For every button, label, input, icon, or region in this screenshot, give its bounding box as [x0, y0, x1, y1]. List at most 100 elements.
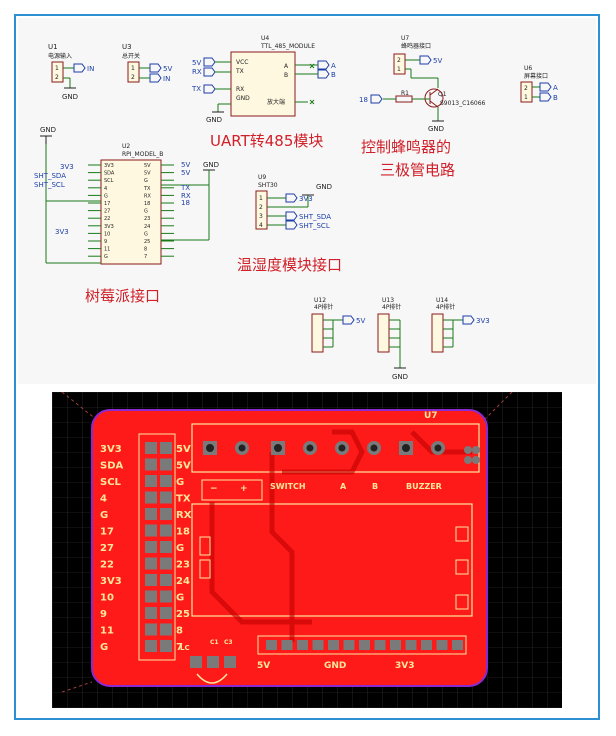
- u2-right-pin-label: 24: [144, 224, 150, 230]
- svg-text:4P排针: 4P排针: [382, 303, 401, 311]
- pcb-label-buzzer: BUZZER: [406, 482, 442, 491]
- svg-text:RX: RX: [236, 86, 244, 93]
- pcb-label-3v3: 3V3: [395, 661, 415, 671]
- pcb-left-pin-label: 27: [100, 543, 114, 554]
- svg-text:U12: U12: [314, 297, 326, 304]
- u12-4p-header: U12 4P排针 5V: [311, 297, 365, 353]
- svg-text:2: 2: [55, 74, 59, 81]
- u2-right-net-label: 18: [181, 199, 190, 207]
- pcb-left-pin-label: G: [100, 642, 108, 653]
- pcb-right-pin-label: RX: [176, 510, 192, 521]
- svg-text:GND: GND: [203, 161, 219, 169]
- svg-text:RPI_MODEL_B: RPI_MODEL_B: [122, 151, 163, 158]
- svg-text:3: 3: [259, 213, 263, 220]
- caption-buzzer-line2: 三极管电路: [380, 161, 455, 179]
- svg-text:LC: LC: [180, 644, 190, 652]
- pcb-label-gnd: GND: [324, 661, 346, 671]
- svg-text:3V3: 3V3: [55, 228, 69, 236]
- svg-text:5V: 5V: [192, 59, 201, 67]
- svg-text:3V3: 3V3: [60, 163, 74, 171]
- pcb-left-pin-label: G: [100, 510, 108, 521]
- svg-text:18: 18: [359, 96, 368, 104]
- bottom-header-pads: [266, 640, 463, 650]
- u2-right-pin-label: G: [144, 178, 148, 184]
- pcb-left-pin-label: 3V3: [100, 576, 122, 587]
- svg-text:3V3: 3V3: [476, 317, 490, 325]
- u2-left-pin-label: SCL: [104, 178, 114, 184]
- u2-rpi-header: GND U2 RPI_MODEL_B 3V3 SHT_SDA SHT_SCL 3…: [34, 126, 219, 265]
- svg-text:5V: 5V: [163, 65, 172, 73]
- pcb-right-pin-label: G: [176, 543, 184, 554]
- pcb-right-pin-label: G: [176, 593, 184, 604]
- svg-text:RX: RX: [192, 68, 202, 76]
- svg-text:GND: GND: [40, 126, 56, 134]
- u4-ttl485-module: U4 TTL_485_MODULE 5V RX TX GND VCC TX RX…: [191, 35, 336, 124]
- svg-text:屏幕接口: 屏幕接口: [524, 72, 548, 80]
- svg-text:B: B: [331, 71, 336, 79]
- u1-connector: U1 电源输入 12 IN GND: [48, 43, 94, 101]
- top-connector-pads: [203, 441, 480, 464]
- svg-text:U1: U1: [48, 43, 58, 51]
- svg-text:A: A: [331, 62, 336, 70]
- u2-right-net-label: RX: [181, 192, 191, 200]
- u2-right-pin-label: 5V: [144, 171, 151, 177]
- u7-buzzer-circuit: U7 蜂鸣器接口 21 5V Q1 S9013_C16066 GND R1 18: [359, 35, 486, 133]
- pcb-right-pin-label: 5V: [176, 461, 191, 472]
- svg-text:SHT_SCL: SHT_SCL: [34, 181, 65, 189]
- svg-text:4: 4: [259, 222, 263, 229]
- svg-text:GND: GND: [236, 95, 250, 102]
- pcb-right-pin-label: 25: [176, 609, 190, 620]
- svg-text:IN: IN: [87, 65, 94, 73]
- u14-4p-header: U14 4P排针 3V3: [431, 297, 490, 353]
- u13-4p-header: U13 4P排针 GND: [377, 297, 408, 381]
- u2-right-net-label: 5V: [181, 169, 190, 177]
- svg-text:蜂鸣器接口: 蜂鸣器接口: [401, 42, 431, 50]
- svg-text:SHT_SDA: SHT_SDA: [34, 172, 66, 180]
- u2-right-pin-label: 25: [144, 239, 150, 245]
- svg-text:B: B: [553, 94, 558, 102]
- u2-right-net-label: 5V: [181, 161, 190, 169]
- svg-text:GND: GND: [392, 373, 408, 381]
- svg-text:U14: U14: [436, 297, 448, 304]
- pcb-right-pin-label: 8: [176, 626, 183, 637]
- u2-right-pin-label: 5V: [144, 163, 151, 169]
- pcb-u7-label: U7: [424, 411, 438, 421]
- svg-text:GND: GND: [428, 125, 444, 133]
- svg-text:U2: U2: [122, 143, 130, 150]
- svg-text:B: B: [284, 72, 288, 79]
- figure-frame: [14, 14, 600, 720]
- svg-text:1: 1: [259, 195, 263, 202]
- pcb-left-pin-label: SDA: [100, 461, 124, 472]
- svg-text:U9: U9: [258, 174, 266, 181]
- svg-text:5V: 5V: [433, 57, 442, 65]
- svg-text:C1: C1: [210, 639, 219, 646]
- pcb-right-pin-label: 18: [176, 527, 190, 538]
- svg-text:A: A: [284, 63, 289, 70]
- svg-text:R1: R1: [401, 90, 409, 97]
- pcb-right-pin-label: G: [176, 477, 184, 488]
- pcb-label-a: A: [340, 482, 347, 491]
- svg-text:IN: IN: [163, 75, 170, 83]
- pcb-left-pin-label: 17: [100, 527, 114, 538]
- svg-text:4P排针: 4P排针: [436, 303, 455, 311]
- u2-left-pin-label: 22: [104, 216, 110, 222]
- pcb-left-pin-label: 11: [100, 626, 114, 637]
- pcb-left-pin-label: 3V3: [100, 444, 122, 455]
- u2-left-pin-label: 17: [104, 201, 110, 207]
- svg-text:SHT30: SHT30: [258, 182, 278, 189]
- svg-text:4P排针: 4P排针: [314, 303, 333, 311]
- pcb-right-pin-label: 24: [176, 576, 190, 587]
- u2-right-pin-label: 7: [144, 254, 147, 260]
- u2-right-net-label: TX: [180, 184, 190, 192]
- svg-text:GND: GND: [316, 183, 332, 191]
- svg-text:放大端: 放大端: [267, 98, 285, 106]
- svg-text:U4: U4: [261, 35, 269, 42]
- pcb-label-b: B: [372, 482, 378, 491]
- pcb-label-plus: +: [240, 484, 248, 494]
- svg-text:5V: 5V: [356, 317, 365, 325]
- u9-sht30-header: U9 SHT30 12 34 3V3 GND SHT_SDA SHT_SCL: [255, 174, 332, 230]
- u2-right-pin-label: 23: [144, 216, 150, 222]
- u6-screen-connector: U6 屏幕接口 21 A B: [520, 65, 558, 103]
